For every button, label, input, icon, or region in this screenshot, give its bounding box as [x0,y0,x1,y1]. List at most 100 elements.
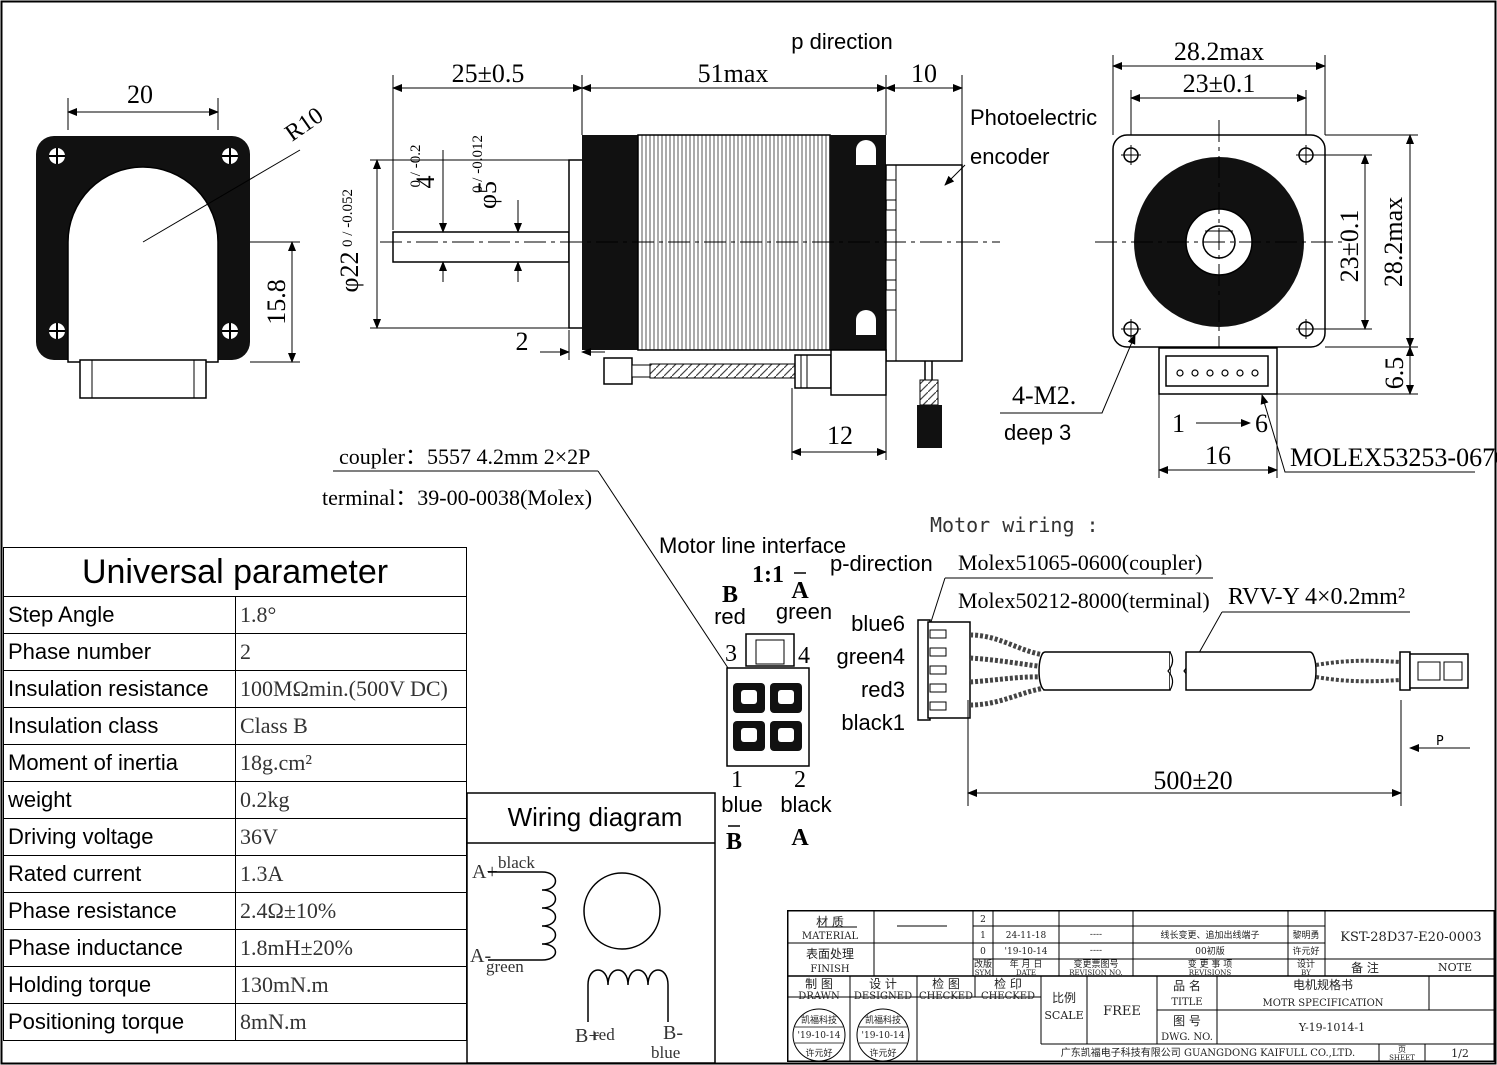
boss-height-dim: 2 [516,327,529,356]
rev-no: ---- [1090,930,1102,940]
wiring-diagram-title: Wiring diagram [508,802,683,832]
title-value-en: MOTR SPECIFICATION [1262,998,1383,1009]
title-value-cn: 电机规格书 [1293,977,1353,992]
connector-part-label: MOLEX53253-0670 [1290,443,1497,472]
encoder-length-dim: 10 [911,59,937,88]
param-name: Driving voltage [3,818,236,856]
material-cn: 材 质 [816,915,844,929]
rev-sym: 0 [980,947,986,957]
part-number: KST-28D37-E20-0003 [1340,930,1481,945]
end-hole-spacing-dim: 23±0.1 [1183,69,1256,98]
boss-diameter-tol: 0 / -0.052 [340,189,356,247]
revisions-header-cn: 变 更 事 项 [1188,958,1233,970]
body-length-dim: 51max [698,59,769,88]
terminal-part-label: Molex50212-8000(terminal) [958,588,1210,613]
param-value: 0.2kg [235,781,467,819]
param-value: 36V [235,818,467,856]
coupler-part-label: Molex51065-0600(coupler) [958,550,1202,575]
boss-diameter-dim: φ22 [335,251,364,292]
cable-length-dim: 500±20 [1153,766,1232,795]
approval-stamps: 凯福科技 '19-10-14 许元好 凯福科技 '19-10-14 许元好 [792,1008,910,1062]
param-value: 2.4Ω±10% [235,892,467,930]
b-minus-color: blue [651,1043,680,1062]
note-header-cn: 备 注 [1351,960,1379,975]
revno-header-cn: 变更票图号 [1073,958,1118,970]
param-name: weight [3,781,236,819]
by-header-en: BY [1301,969,1311,977]
b-plus-label: B+ [575,1025,600,1047]
front-width-dim: 20 [127,80,153,109]
end-width-max-dim: 28.2max [1174,37,1264,66]
rev-desc: 线长变更、追加出线端子 [1160,929,1259,941]
rev-sym: 2 [980,915,986,925]
shaft-diameter-dim: φ5 [473,181,502,209]
encoder-label-line1: Photoelectric [970,105,1097,130]
checked-en: CHECKED [919,991,973,1002]
note-header-en: NOTE [1438,961,1472,974]
title-en: TITLE [1171,997,1202,1008]
param-name: Rated current [3,855,236,893]
pin-bottom-right-color: black [780,792,832,817]
designed-cn: 设 计 [869,977,897,991]
a-plus-label: A+ [472,861,498,883]
terminal-text: terminal：39-00-0038(Molex) [322,485,592,510]
flat-dim-tol: 0 / -0.2 [408,145,424,188]
stamp-company: 凯福科技 [801,1014,837,1026]
param-name: Holding torque [3,966,236,1004]
sheet-en: SHEET [1389,1054,1415,1062]
motor-wiring: Motor wiring : p-direction Molex51065-06… [830,513,1470,806]
mount-holes-line1: 4-M2. [1012,381,1076,410]
param-name: Step Angle [3,596,236,634]
checked2-cn: 检 印 [994,976,1022,991]
end-height-spacing-dim: 23±0.1 [1335,210,1364,283]
title-block: 材 质 MATERIAL 表面处理 FINISH 2 1 24-11-18 --… [787,910,1495,1062]
scale-cn: 比例 [1052,991,1076,1005]
coupler-text: coupler：5557 4.2mm 2×2P [339,444,590,469]
pin-bottom-left-letter: B [726,829,742,855]
param-value: 18g.cm² [235,744,467,782]
a-plus-color: black [498,853,535,872]
pin-top-right-color: green [776,599,832,624]
front-view: 20 R10 15.8 [36,80,328,399]
title-cn: 品 名 [1173,978,1201,993]
rev-by: 黎明勇 [1292,929,1319,941]
material-en: MATERIAL [802,931,859,942]
wire-label-green: green4 [836,644,905,669]
scale-en: SCALE [1044,1009,1083,1022]
b-minus-label: B- [663,1022,683,1044]
checked-cn: 检 图 [932,976,960,991]
coupler-callout: coupler：5557 4.2mm 2×2P terminal：39-00-0… [322,444,729,669]
pin1-label: 1 [731,767,743,793]
pin-last-label: 6 [1255,409,1268,438]
connector-height-dim: 6.5 [1380,357,1409,390]
encoder-label-line2: encoder [970,144,1050,169]
a-minus-color: green [486,957,524,976]
rev-date: '19-10-14 [1005,947,1048,957]
stamp-company: 凯福科技 [865,1014,901,1026]
pin3-label: 3 [725,641,737,667]
finish-cn: 表面处理 [806,947,854,961]
wire-label-black: black1 [841,710,905,735]
shaft-length-dim: 25±0.5 [452,59,525,88]
pin-top-left-letter: B [722,582,738,608]
pin-bottom-right-letter: A [791,825,809,851]
param-name: Phase inductance [3,929,236,967]
interface-title: Motor line interface [659,533,846,558]
interface-ratio: 1:1 [752,562,784,588]
end-height-max-dim: 28.2max [1379,197,1408,287]
scale-value: FREE [1103,1004,1141,1019]
connector-offset-dim: 12 [827,421,853,450]
side-view: p direction 25±0.5 51max 10 [335,29,1097,460]
flat-dim: 4 [411,176,440,189]
wire-label-blue: blue6 [851,611,905,636]
drawn-cn: 制 图 [805,977,833,991]
